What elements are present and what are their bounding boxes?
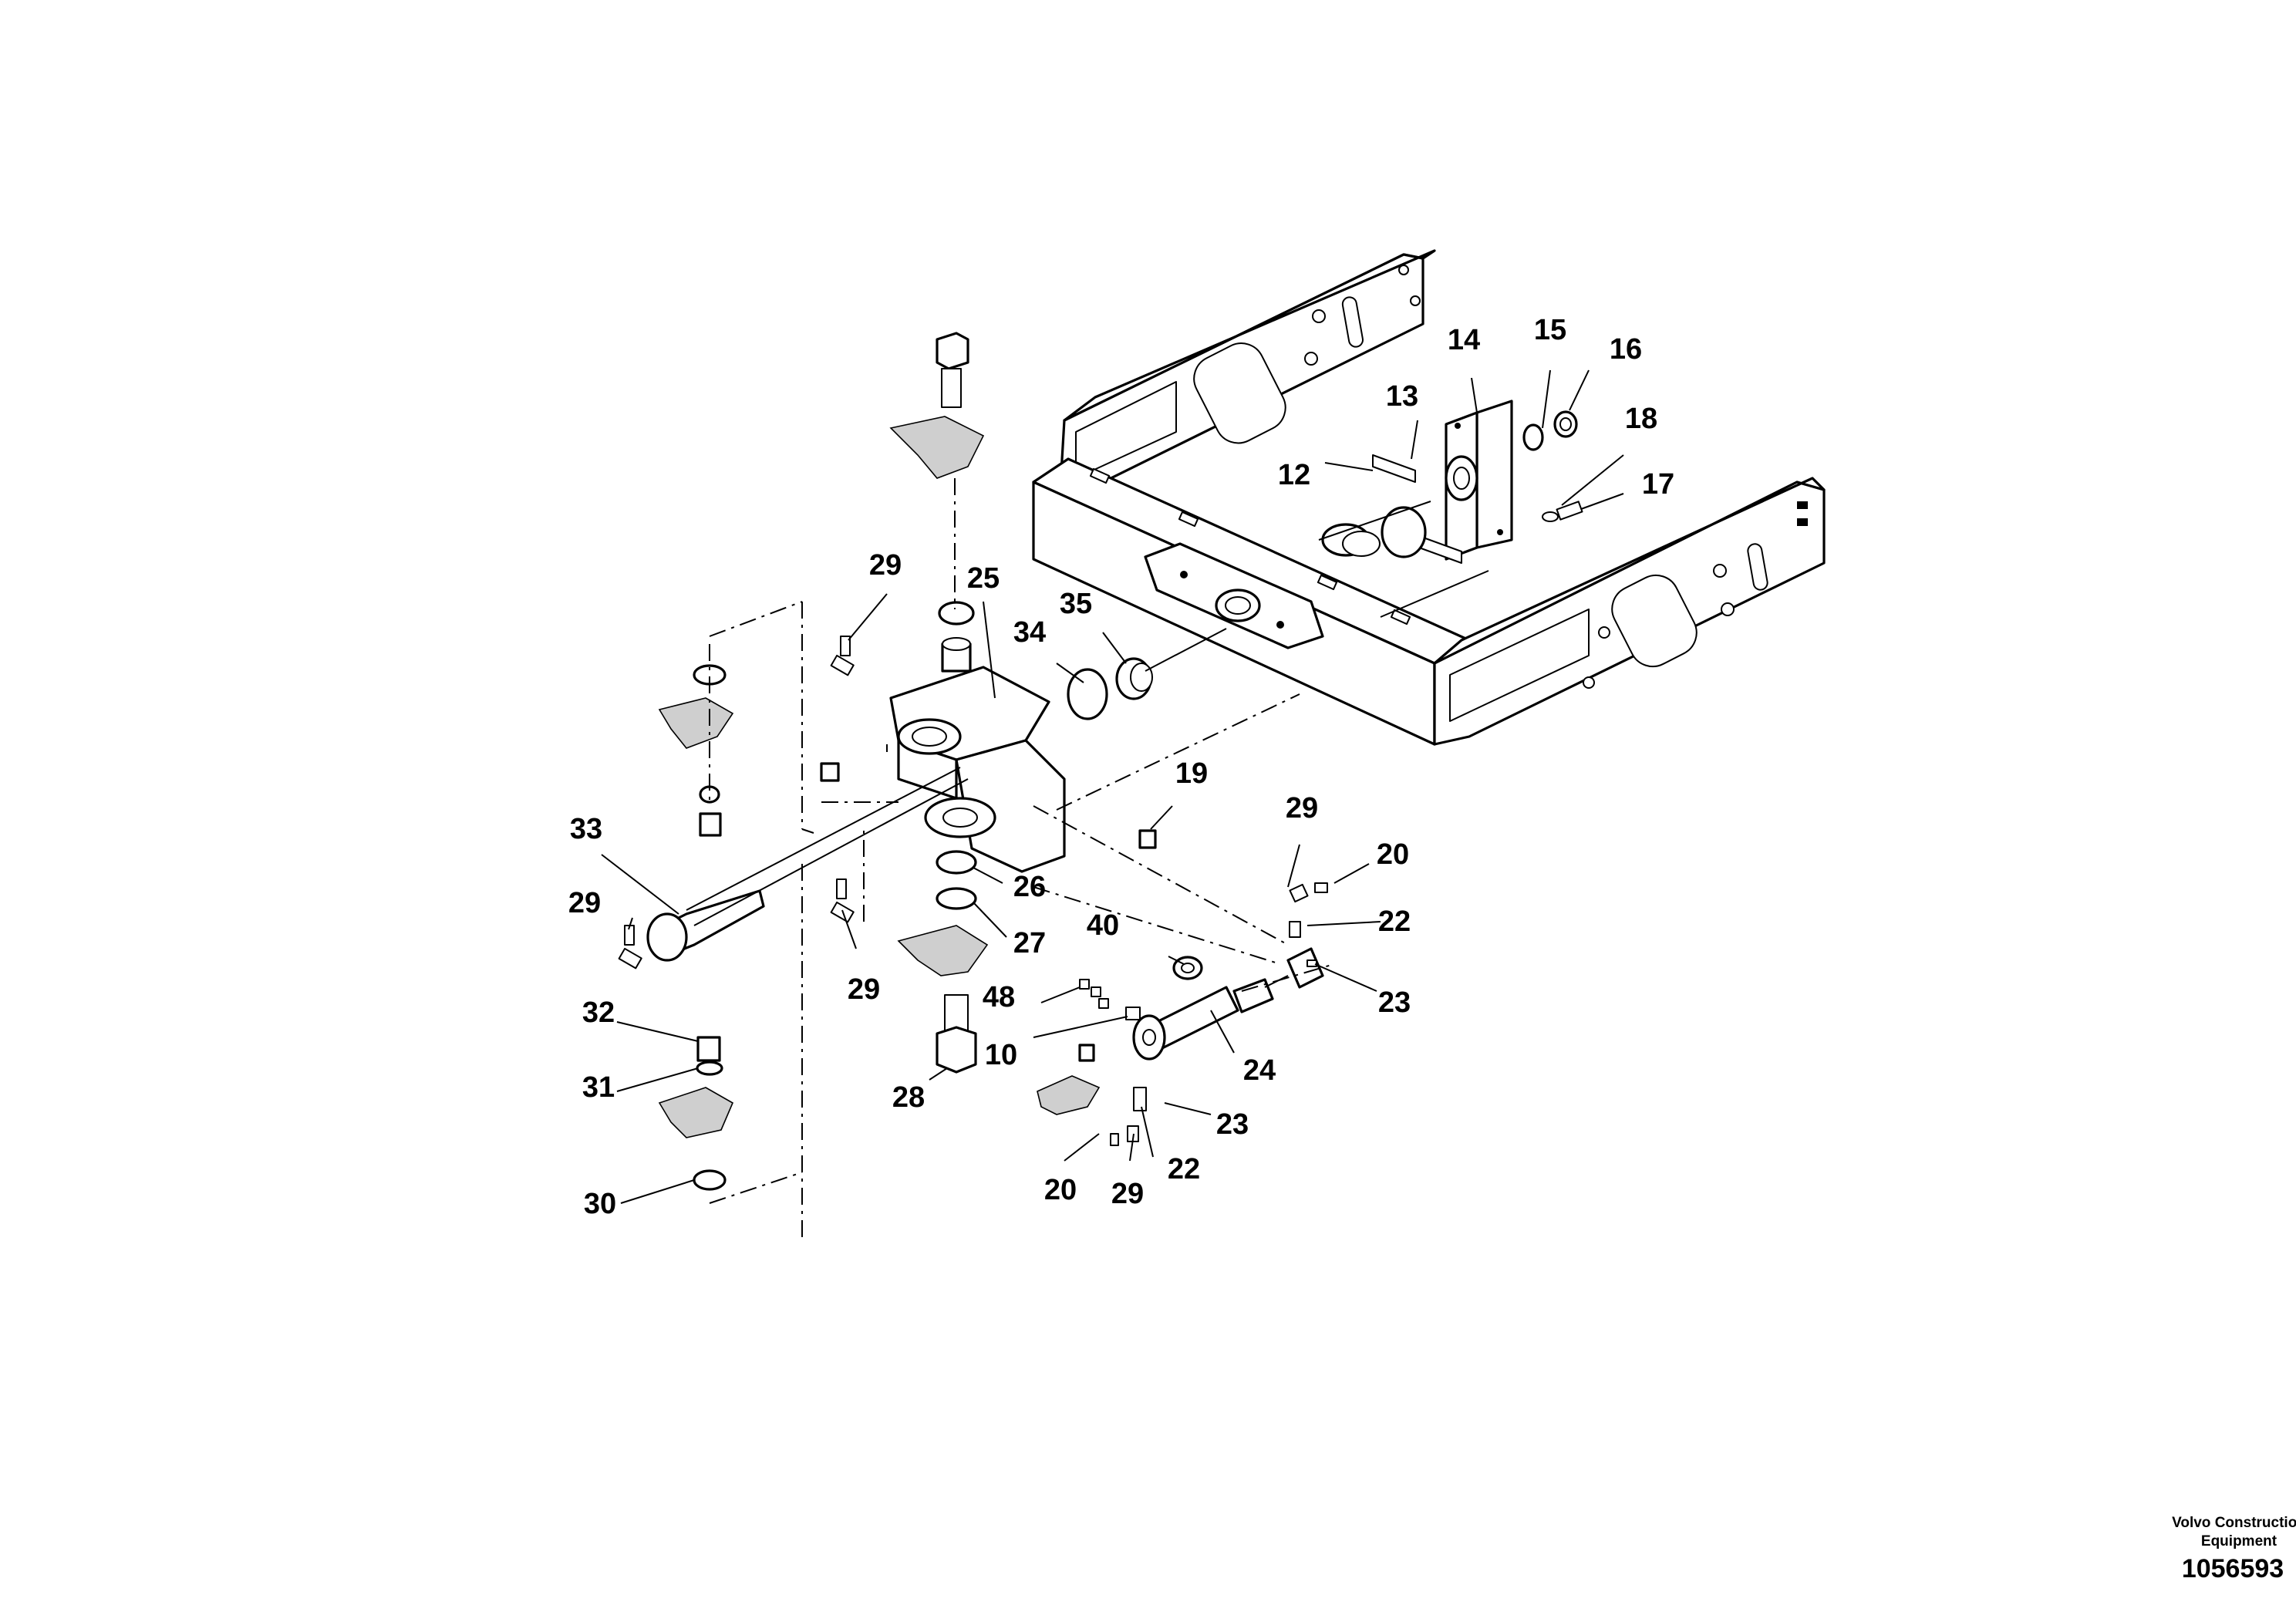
callout-labels: 12 13 14 15 16 18 17 19 29 25 35 34 33 2… (568, 314, 1674, 1220)
mount-plate-parts (1318, 400, 1583, 618)
callout-35: 35 (1060, 588, 1092, 620)
callout-23a: 23 (1378, 986, 1411, 1019)
callout-22b: 22 (1168, 1153, 1200, 1185)
leader-lines (601, 369, 1624, 1204)
callout-48: 48 (983, 981, 1015, 1013)
callout-26: 26 (1013, 871, 1046, 903)
callout-22a: 22 (1378, 905, 1411, 938)
callout-23b: 23 (1216, 1108, 1249, 1141)
callout-20a: 20 (1377, 838, 1409, 871)
callout-25: 25 (967, 562, 1000, 595)
callout-19: 19 (1175, 757, 1208, 790)
grease-fitting-icon (618, 636, 855, 969)
brand-block: Volvo Construction Equipment 1056593 (2172, 1515, 2296, 1583)
callout-10: 10 (985, 1039, 1017, 1071)
callout-29e: 29 (1111, 1178, 1144, 1210)
brand-line-2: Equipment (2201, 1533, 2277, 1549)
brand-line-1: Volvo Construction (2172, 1515, 2296, 1531)
callout-40: 40 (1087, 909, 1119, 942)
callout-18: 18 (1625, 403, 1657, 435)
callout-27: 27 (1013, 927, 1046, 959)
callout-13: 13 (1386, 380, 1418, 413)
callout-24: 24 (1243, 1054, 1276, 1087)
callout-12: 12 (1278, 459, 1310, 491)
pivot-bracket-assembly (618, 332, 1300, 1242)
cylinder-assembly (1037, 628, 1335, 1146)
callout-20b: 20 (1044, 1174, 1077, 1206)
frame-assembly (1032, 249, 1826, 746)
callout-32: 32 (582, 996, 615, 1029)
callout-28: 28 (892, 1081, 925, 1114)
callout-17: 17 (1642, 468, 1674, 501)
callout-29c: 29 (848, 973, 880, 1006)
callout-16: 16 (1610, 333, 1642, 366)
callout-31: 31 (582, 1071, 615, 1104)
callout-29a: 29 (869, 549, 902, 582)
callout-29b: 29 (568, 887, 601, 919)
callout-29d: 29 (1286, 792, 1318, 824)
callout-15: 15 (1534, 314, 1566, 346)
callout-34: 34 (1013, 616, 1046, 649)
callout-33: 33 (570, 813, 602, 845)
document-number: 1056593 (2182, 1554, 2284, 1583)
callout-30: 30 (584, 1188, 616, 1220)
callout-14: 14 (1448, 324, 1480, 356)
